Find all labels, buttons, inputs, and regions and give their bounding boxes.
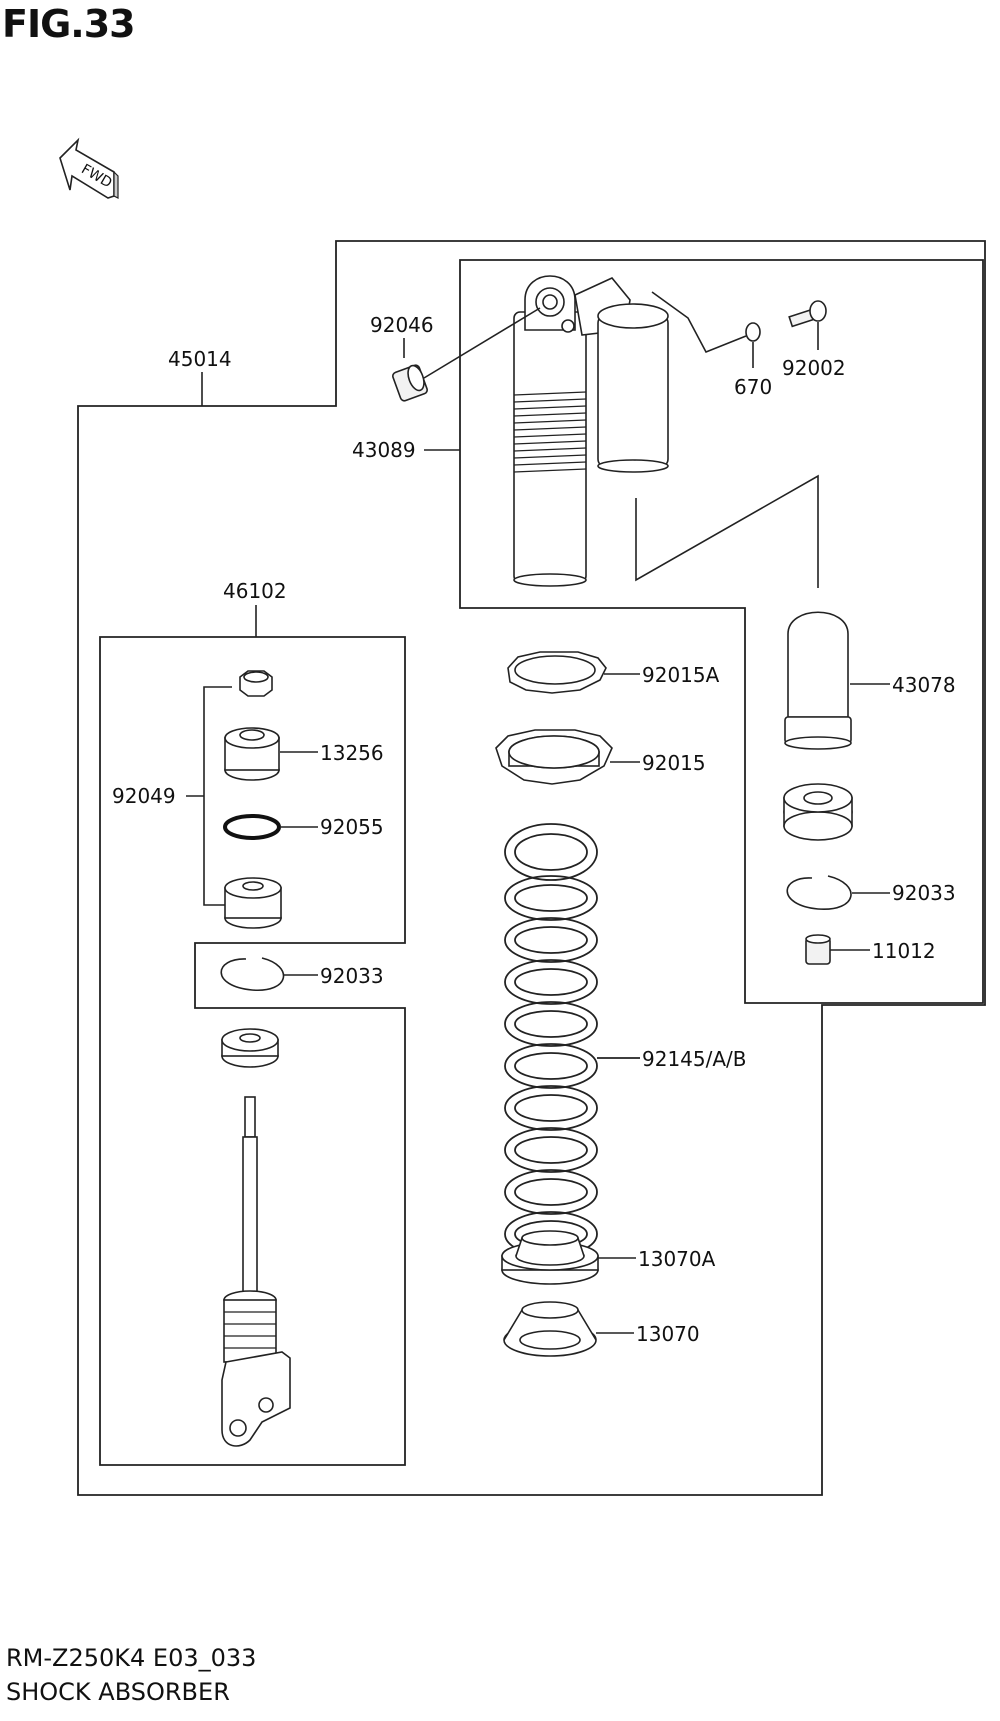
part-number-92049: 92049 <box>112 784 176 808</box>
section-name: SHOCK ABSORBER <box>6 1678 230 1706</box>
lock-nut-92015 <box>495 729 640 785</box>
piston-rod <box>221 1096 291 1447</box>
part-number-92046: 92046 <box>370 313 434 337</box>
assembly-outline-45014 <box>77 240 986 1496</box>
part-number-92015A: 92015A <box>642 663 720 687</box>
part-number-92033-right: 92033 <box>892 881 956 905</box>
part-number-13256: 13256 <box>320 741 384 765</box>
snap-ring-92033-right <box>786 875 890 910</box>
leader-92049 <box>203 686 232 906</box>
valve-13256 <box>224 727 318 781</box>
part-number-43078: 43078 <box>892 673 956 697</box>
reservoir-cap <box>783 783 853 841</box>
part-number-92055: 92055 <box>320 815 384 839</box>
lock-nut-92015A <box>507 651 640 694</box>
leader-43078 <box>635 474 819 588</box>
o-ring-670 <box>651 291 761 368</box>
snap-ring-92033-left <box>220 957 318 991</box>
part-number-13070: 13070 <box>636 1322 700 1346</box>
part-number-92002: 92002 <box>782 356 846 380</box>
assembly-outline-46102 <box>99 636 406 1466</box>
bottom-valve <box>221 1028 279 1068</box>
part-number-92033-left: 92033 <box>320 964 384 988</box>
reservoir-tank <box>597 303 669 473</box>
part-number-670: 670 <box>734 375 772 399</box>
part-number-92015: 92015 <box>642 751 706 775</box>
figure-title: FIG.33 <box>2 2 136 46</box>
o-ring-92055 <box>223 814 318 840</box>
part-number-11012: 11012 <box>872 939 936 963</box>
spring-seat-13070A <box>501 1230 636 1285</box>
piston <box>224 877 282 929</box>
part-number-13070A: 13070A <box>638 1247 716 1271</box>
coil-spring-92145 <box>504 823 640 1257</box>
fwd-arrow-icon: FWD <box>59 137 119 199</box>
part-number-43089: 43089 <box>352 438 416 462</box>
screw-92002 <box>788 300 827 350</box>
bladder-43078 <box>784 611 890 750</box>
model-code: RM-Z250K4 E03_033 <box>6 1644 257 1672</box>
nut <box>239 670 273 697</box>
damper-body-43089 <box>513 275 631 587</box>
part-number-46102: 46102 <box>223 579 287 603</box>
bushing-11012 <box>805 934 870 965</box>
part-number-92145: 92145/A/B <box>642 1047 747 1071</box>
part-number-45014: 45014 <box>168 347 232 371</box>
needle-bearing-92046 <box>392 307 541 402</box>
assembly-outline-43089 <box>459 259 984 1004</box>
spring-seat-13070 <box>503 1301 634 1357</box>
